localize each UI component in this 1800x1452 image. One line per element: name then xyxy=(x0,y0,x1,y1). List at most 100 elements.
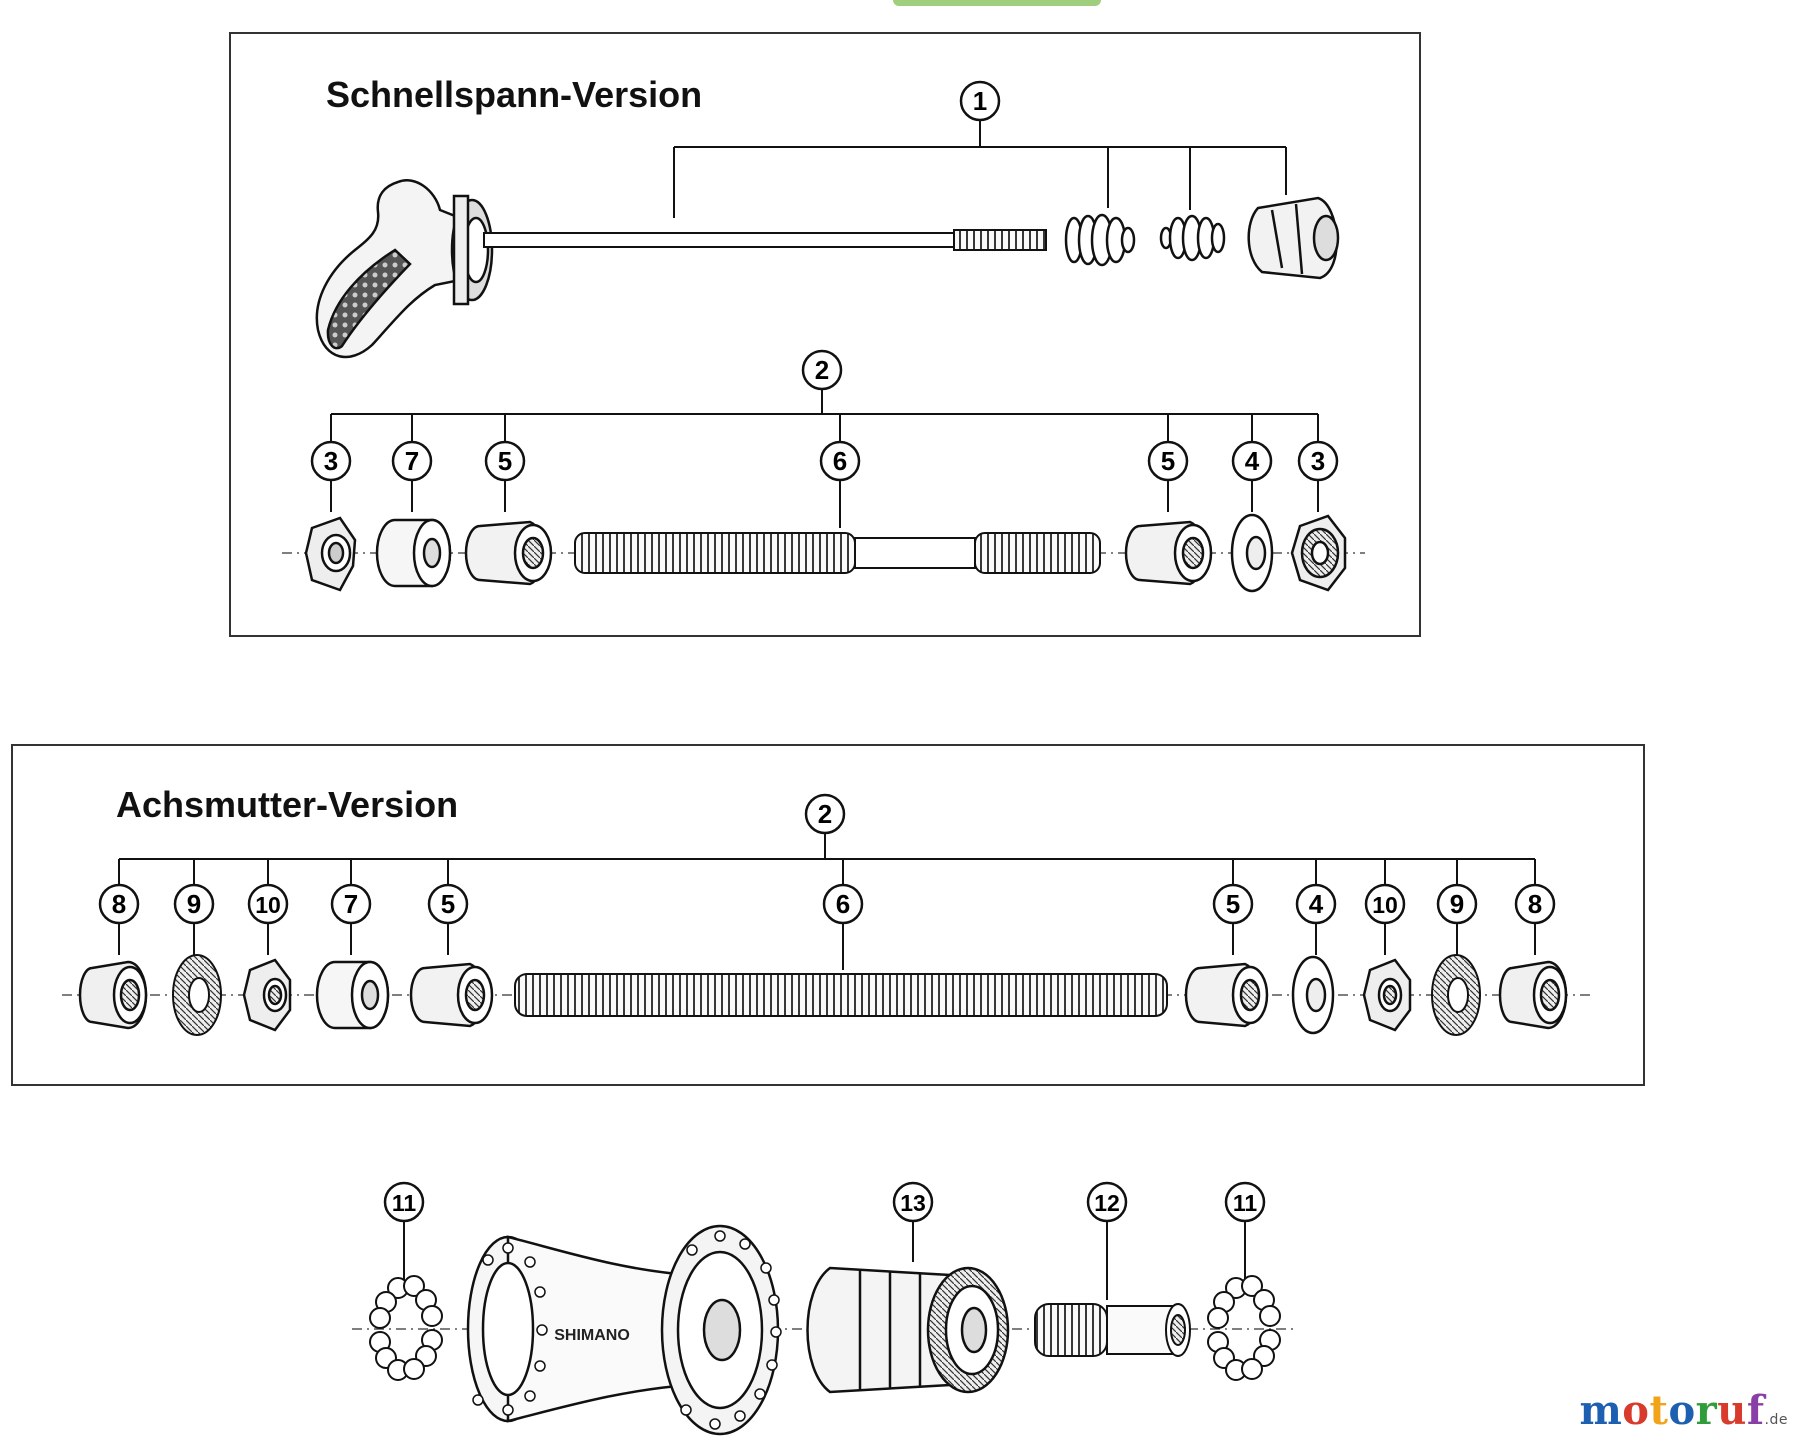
svg-text:8: 8 xyxy=(112,889,126,919)
svg-text:11: 11 xyxy=(392,1190,417,1216)
svg-text:12: 12 xyxy=(1094,1190,1120,1216)
qr-locknut-left xyxy=(304,516,357,592)
hub-callout-12: 12 xyxy=(1086,1181,1128,1223)
qr-cone-left xyxy=(464,520,553,586)
nut-callout-9-left: 9 xyxy=(173,883,215,925)
nut-row-leaders xyxy=(118,923,1536,970)
svg-text:5: 5 xyxy=(1226,889,1240,919)
svg-text:3: 3 xyxy=(1311,446,1325,476)
svg-text:8: 8 xyxy=(1528,889,1542,919)
quick-release-title: Schnellspann-Version xyxy=(326,74,703,115)
hub-callout-11-right: 11 xyxy=(1224,1181,1266,1223)
top-tab-stub xyxy=(893,0,1101,6)
svg-text:11: 11 xyxy=(1233,1190,1258,1216)
logo-letter: o xyxy=(1622,1387,1650,1434)
logo-letter: t xyxy=(1649,1387,1669,1434)
axle-nut-frame xyxy=(11,744,1645,1086)
bearing-balls-right xyxy=(1207,1275,1281,1381)
hub-brand-label: SHIMANO xyxy=(554,1327,630,1344)
serrated-washer-left xyxy=(172,954,222,1036)
leader-lines-1 xyxy=(673,120,1287,218)
nut-spacer-7 xyxy=(315,960,390,1030)
nut-cone-left xyxy=(409,962,494,1028)
nut-callout-8-left: 8 xyxy=(98,883,140,925)
spring-left xyxy=(1064,213,1136,267)
nut-washer-4 xyxy=(1291,955,1335,1035)
qr-callout-5-left: 5 xyxy=(484,440,526,482)
nut-callout-5-right: 5 xyxy=(1212,883,1254,925)
qr-locknut-right xyxy=(1290,514,1347,592)
qr-spacer-7 xyxy=(375,518,452,588)
svg-text:3: 3 xyxy=(324,446,338,476)
nut-callout-4: 4 xyxy=(1295,883,1337,925)
svg-text:4: 4 xyxy=(1245,446,1260,476)
logo-wordmark: motoruf xyxy=(1579,1387,1764,1434)
callout-2-axle-nut: 2 xyxy=(804,793,846,835)
serrated-washer-right xyxy=(1431,954,1481,1036)
bearing-balls-left xyxy=(369,1275,443,1381)
hex-locknut-right xyxy=(1362,958,1412,1032)
nut-hub-axle xyxy=(514,973,1168,1017)
axle-nut-right xyxy=(1498,960,1568,1030)
quick-release-skewer xyxy=(483,229,1047,251)
leader-lines-2-axle-nut xyxy=(118,833,1536,885)
svg-text:2: 2 xyxy=(818,799,832,829)
svg-text:5: 5 xyxy=(1161,446,1175,476)
logo-letter: m xyxy=(1579,1387,1623,1434)
svg-text:5: 5 xyxy=(441,889,455,919)
svg-text:7: 7 xyxy=(405,446,419,476)
qr-callout-5-right: 5 xyxy=(1147,440,1189,482)
quick-release-frame xyxy=(229,32,1421,637)
quick-release-nut xyxy=(1247,196,1340,280)
nut-callout-7: 7 xyxy=(330,883,372,925)
qr-washer-4 xyxy=(1230,513,1274,593)
axle-nut-title: Achsmutter-Version xyxy=(116,784,459,825)
hub-callout-13: 13 xyxy=(892,1181,934,1223)
logo-letter: r xyxy=(1695,1387,1718,1434)
logo-letter: o xyxy=(1668,1387,1696,1434)
quick-release-lever xyxy=(315,179,494,359)
nut-callout-6: 6 xyxy=(822,883,864,925)
logo-suffix: .de xyxy=(1764,1412,1788,1428)
hub-flange-holes-right xyxy=(680,1230,782,1430)
nut-callout-10-left: 10 xyxy=(247,883,289,925)
svg-text:9: 9 xyxy=(1450,889,1464,919)
nut-callout-5-left: 5 xyxy=(427,883,469,925)
axle-nut-left xyxy=(78,960,148,1030)
callout-2-quick-release: 2 xyxy=(801,349,843,391)
svg-text:6: 6 xyxy=(836,889,850,919)
callout-1: 1 xyxy=(959,80,1001,122)
qr-hub-axle xyxy=(574,532,1101,574)
svg-text:6: 6 xyxy=(833,446,847,476)
freehub-body xyxy=(806,1266,1010,1394)
logo-letter: u xyxy=(1717,1387,1747,1434)
spring-right xyxy=(1159,214,1226,262)
qr-callout-3-left: 3 xyxy=(310,440,352,482)
svg-text:10: 10 xyxy=(1372,892,1398,918)
nut-callout-9-right: 9 xyxy=(1436,883,1478,925)
logo-letter: f xyxy=(1746,1387,1765,1434)
qr-callout-4: 4 xyxy=(1231,440,1273,482)
qr-cone-right xyxy=(1124,520,1213,586)
nut-cone-right xyxy=(1184,962,1269,1028)
qr-callout-7: 7 xyxy=(391,440,433,482)
svg-text:2: 2 xyxy=(815,355,829,385)
svg-text:13: 13 xyxy=(900,1190,926,1216)
site-logo[interactable]: motoruf.de xyxy=(1579,1387,1788,1434)
freehub-bolt xyxy=(1034,1303,1191,1357)
svg-text:7: 7 xyxy=(344,889,358,919)
hub-callout-11-left: 11 xyxy=(383,1181,425,1223)
hub-flange-holes-left xyxy=(472,1242,548,1416)
qr-callout-6: 6 xyxy=(819,440,861,482)
hex-locknut-left xyxy=(242,958,292,1032)
svg-text:9: 9 xyxy=(187,889,201,919)
qr-row-leaders xyxy=(330,480,1319,528)
nut-callout-10-right: 10 xyxy=(1364,883,1406,925)
hub-shell xyxy=(466,1224,780,1436)
svg-text:4: 4 xyxy=(1309,889,1324,919)
nut-callout-8-right: 8 xyxy=(1514,883,1556,925)
svg-text:10: 10 xyxy=(255,892,281,918)
qr-callout-3-right: 3 xyxy=(1297,440,1339,482)
svg-text:5: 5 xyxy=(498,446,512,476)
